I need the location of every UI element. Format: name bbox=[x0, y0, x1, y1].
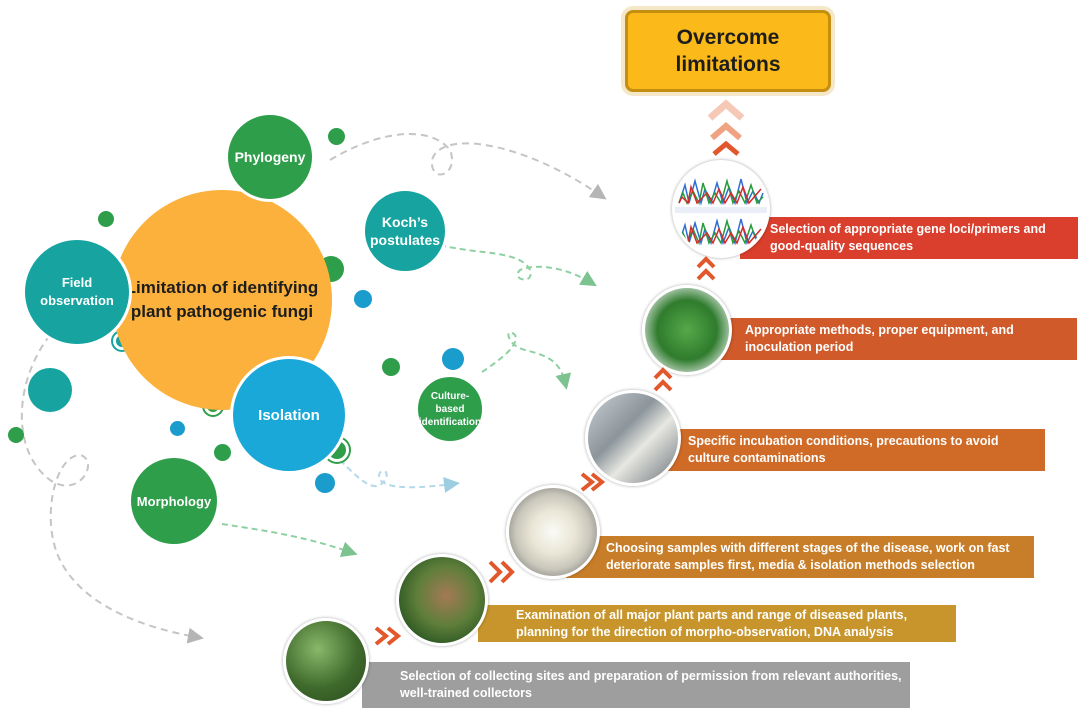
decorative-dot bbox=[442, 348, 464, 370]
chevron-right-icon bbox=[580, 472, 606, 492]
sequence-chromatogram-photo bbox=[672, 160, 770, 258]
decorative-dot bbox=[98, 211, 114, 227]
koch-connector bbox=[439, 244, 597, 287]
culture-plate-photo bbox=[506, 485, 600, 579]
decorative-dot bbox=[28, 368, 72, 412]
decorative-dot bbox=[354, 290, 372, 308]
field-observation-connector bbox=[20, 334, 204, 644]
step-text: Appropriate methods, proper equipment, a… bbox=[745, 323, 1014, 354]
chevron-up-icon bbox=[696, 256, 716, 281]
topic-isolation: Isolation bbox=[230, 356, 348, 474]
decorative-dot bbox=[328, 128, 345, 145]
diseased-plant-photo bbox=[396, 554, 488, 646]
chevron-right-icon bbox=[488, 560, 515, 584]
overcome-limitations-box: Overcome limitations bbox=[625, 10, 831, 92]
topic-label: Koch’s postulates bbox=[370, 214, 441, 248]
chromatogram-graphic bbox=[675, 178, 767, 246]
outcome-label: Overcome limitations bbox=[675, 26, 781, 76]
topic-culture-based-identification: Culture-based identification bbox=[416, 375, 484, 443]
decorative-dot bbox=[170, 421, 185, 436]
incubation-lab-photo bbox=[585, 390, 681, 486]
chevron-up-icon bbox=[653, 367, 673, 392]
isolation-connector bbox=[339, 459, 460, 493]
topic-kochs-postulates: Koch’s postulates bbox=[362, 188, 448, 274]
topic-morphology: Morphology bbox=[128, 455, 220, 547]
leaf-inoculation-photo bbox=[642, 285, 732, 375]
step-bar-3: Choosing samples with different stages o… bbox=[566, 536, 1034, 578]
topic-label: Isolation bbox=[258, 406, 320, 424]
decorative-dot bbox=[8, 427, 24, 443]
topic-label: Field observation bbox=[40, 275, 114, 308]
phylogeny-connector bbox=[329, 133, 607, 200]
step-text: Selection of collecting sites and prepar… bbox=[400, 669, 902, 700]
culture-connector bbox=[481, 331, 572, 390]
step-text: Examination of all major plant parts and… bbox=[516, 607, 908, 639]
step-bar-4: Specific incubation conditions, precauti… bbox=[648, 429, 1045, 471]
morphology-connector bbox=[221, 523, 358, 558]
decorative-dot bbox=[214, 444, 231, 461]
topic-field-observation: Field observation bbox=[22, 237, 132, 347]
step-text: Specific incubation conditions, precauti… bbox=[688, 434, 999, 465]
chevron-right-icon bbox=[374, 626, 402, 646]
topic-phylogeny: Phylogeny bbox=[225, 112, 315, 202]
topic-label: Culture-based identification bbox=[418, 390, 482, 428]
center-label: Limitation of identifying plant pathogen… bbox=[125, 278, 319, 321]
chevron-up-icon bbox=[707, 99, 745, 156]
topic-label: Morphology bbox=[136, 493, 212, 509]
step-bar-2: Examination of all major plant parts and… bbox=[478, 605, 956, 642]
step-bar-6: Selection of appropriate gene loci/prime… bbox=[740, 217, 1078, 259]
topic-label: Phylogeny bbox=[234, 149, 306, 165]
decorative-dot bbox=[315, 473, 335, 493]
step-bar-5: Appropriate methods, proper equipment, a… bbox=[715, 318, 1077, 360]
step-text: Choosing samples with different stages o… bbox=[606, 541, 1010, 572]
step-bar-1: Selection of collecting sites and prepar… bbox=[362, 662, 910, 708]
decorative-dot bbox=[382, 358, 400, 376]
collecting-site-photo bbox=[283, 618, 369, 704]
step-text: Selection of appropriate gene loci/prime… bbox=[770, 222, 1046, 253]
